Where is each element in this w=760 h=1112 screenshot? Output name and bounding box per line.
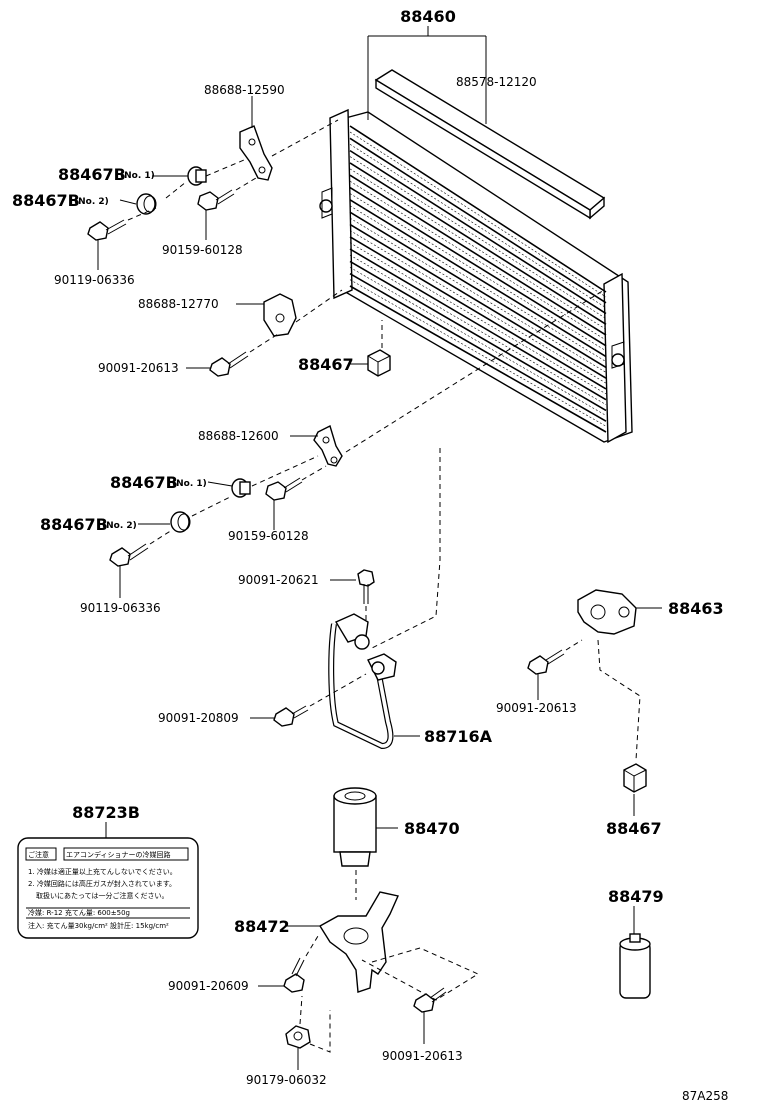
- label-88467b-no2-top-sub: (No. 2): [74, 197, 109, 207]
- label-88467b-no1-top-sub: (No. 1): [120, 171, 155, 181]
- label-90119-06336-mid: 90119-06336: [80, 601, 161, 615]
- condenser-tube: [349, 260, 607, 412]
- condenser-tube: [349, 149, 607, 315]
- label-90091-20613-a: 90091-20613: [98, 361, 179, 375]
- label-90091-20613-c: 90091-20613: [382, 1049, 463, 1063]
- bolt-90091-20613-a: [186, 351, 249, 377]
- condenser-tube: [349, 272, 607, 422]
- condenser-tube: [349, 211, 607, 369]
- condenser-tube: [349, 199, 607, 358]
- cushion-88467b-no1-mid: [207, 478, 251, 498]
- label-88460: 88460: [400, 7, 456, 26]
- caution-spec-2: 注入: 充てん量30kg/cm² 設計圧: 15kg/cm²: [28, 921, 169, 930]
- condenser-tube: [349, 285, 607, 433]
- condenser-tube: [349, 137, 607, 304]
- condenser-tube: [349, 162, 607, 325]
- condenser-fin: [349, 156, 607, 319]
- bolt-90119-06336-top: [87, 219, 127, 270]
- pipe-88716a: [328, 613, 420, 750]
- label-88688-12590: 88688-12590: [204, 83, 285, 97]
- label-90119-06336-top: 90119-06336: [54, 273, 135, 287]
- cushion-88467b-no2-mid: [138, 511, 191, 533]
- condenser-fin: [349, 267, 607, 416]
- condenser-tube: [349, 186, 607, 347]
- label-88467b-no2-mid: 88467B: [40, 515, 108, 534]
- condenser-fin: [349, 217, 607, 373]
- caution-subtitle: エアコンディショナーの冷媒回路: [66, 850, 171, 859]
- bolt-90091-20613-b: [527, 649, 565, 700]
- caution-label-88723b: [17, 822, 199, 939]
- condenser-tube: [349, 236, 607, 390]
- label-88472: 88472: [234, 917, 290, 936]
- label-88467-a: 88467: [298, 355, 354, 374]
- label-88688-12770: 88688-12770: [138, 297, 219, 311]
- refrigerant-can-88479: [619, 906, 651, 999]
- caution-line-1: 1. 冷媒は適正量以上充てんしないでください。: [28, 867, 177, 876]
- cushion-88467-a: [350, 349, 391, 377]
- cushion-88467b-no2-top: [119, 193, 157, 215]
- caution-title: ご注意: [28, 850, 49, 859]
- bracket-88463: [577, 589, 662, 635]
- condenser-fin: [349, 242, 607, 395]
- condenser-fin: [349, 254, 607, 405]
- bolt-90091-20613-c: [413, 987, 447, 1044]
- bolt-90091-20621: [330, 569, 375, 604]
- condenser-fin: [349, 131, 607, 298]
- label-88467b-no1-top: 88467B: [58, 165, 126, 184]
- bracket-88688-12590: [239, 96, 273, 181]
- bracket-88472: [286, 891, 399, 993]
- label-88467-b: 88467: [606, 819, 662, 838]
- condenser-fin: [349, 279, 607, 427]
- label-88467b-no2-mid-sub: (No. 2): [102, 521, 137, 531]
- label-88467b-no1-mid-sub: (No. 1): [172, 479, 207, 489]
- condenser-fin: [349, 230, 607, 384]
- condenser-88460: [319, 108, 633, 444]
- condenser-tube: [349, 125, 607, 293]
- label-90179-06032: 90179-06032: [246, 1073, 327, 1087]
- receiver-88470: [333, 787, 398, 867]
- bolt-90091-20609: [258, 957, 305, 993]
- label-88479: 88479: [608, 887, 664, 906]
- condenser-tube: [349, 248, 607, 401]
- label-88716a: 88716A: [424, 727, 493, 746]
- bracket-88688-12600: [290, 425, 343, 467]
- label-88463: 88463: [668, 599, 724, 618]
- label-88723b: 88723B: [72, 803, 140, 822]
- label-90091-20609: 90091-20609: [168, 979, 249, 993]
- caution-spec-1: 冷媒: R-12 充てん量: 600±50g: [28, 908, 130, 917]
- caution-line-3: 取扱いにあたっては一分ご注意ください。: [36, 891, 169, 900]
- seal-88578-12120: [374, 69, 606, 220]
- condenser-tube: [349, 223, 607, 379]
- label-88467b-no2-top: 88467B: [12, 191, 80, 210]
- bracket-88688-12770: [236, 293, 297, 337]
- bolt-90159-60128-mid: [265, 477, 303, 530]
- label-90159-60128-top: 90159-60128: [162, 243, 243, 257]
- cushion-88467b-no1-top: [152, 166, 207, 186]
- label-90091-20621: 90091-20621: [238, 573, 319, 587]
- label-90159-60128-mid: 90159-60128: [228, 529, 309, 543]
- bolt-90091-20809: [250, 705, 309, 727]
- leader-88460: [367, 26, 487, 124]
- bolt-90119-06336-mid: [109, 543, 149, 598]
- condenser-fin: [349, 205, 607, 362]
- condenser-tube: [349, 174, 607, 336]
- label-90091-20613-b: 90091-20613: [496, 701, 577, 715]
- label-90091-20809: 90091-20809: [158, 711, 239, 725]
- bolt-90159-60128-top: [197, 189, 235, 240]
- condenser-tubes: [349, 125, 607, 433]
- caution-line-2: 2. 冷媒回路には高圧ガスが封入されています。: [28, 879, 176, 888]
- label-88467b-no1-mid: 88467B: [110, 473, 178, 492]
- label-88578-12120: 88578-12120: [456, 75, 537, 89]
- cushion-88467-b: [623, 763, 647, 816]
- label-88470: 88470: [404, 819, 460, 838]
- label-88688-12600: 88688-12600: [198, 429, 279, 443]
- reference-code: 87A258: [682, 1089, 728, 1103]
- condenser-fin: [349, 144, 607, 309]
- nut-90179-06032: [285, 1025, 311, 1070]
